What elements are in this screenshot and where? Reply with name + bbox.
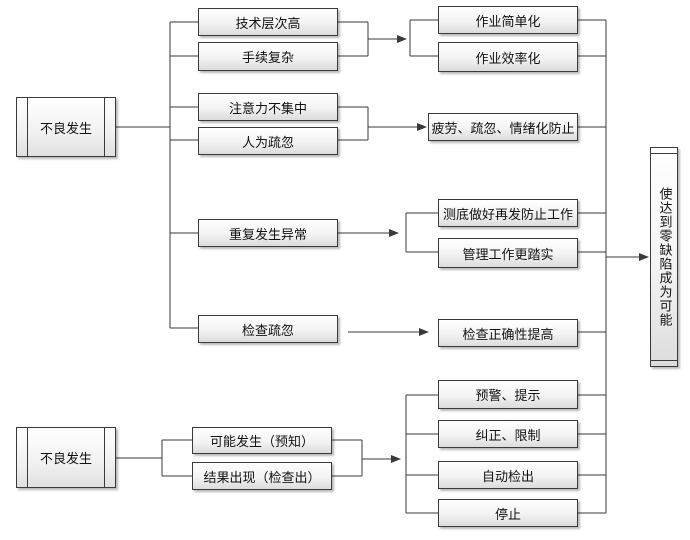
measure-fatigue-prevention: 疲劳、疏忽、情绪化防止 xyxy=(428,113,578,141)
measure-recurrence-prevention: 测底做好再发防止工作 xyxy=(438,199,578,227)
measure-simplify: 作业简单化 xyxy=(438,6,578,34)
cause-human-negligence: 人为疏忽 xyxy=(198,127,338,155)
action-warning: 预警、提示 xyxy=(438,380,578,409)
source-defect-bottom: 不良发生 xyxy=(16,427,116,488)
cause-complex-procedure: 手续复杂 xyxy=(198,42,338,71)
action-stop: 停止 xyxy=(438,499,578,527)
measure-management: 管理工作更踏实 xyxy=(438,238,578,268)
cause-attention-lapse: 注意力不集中 xyxy=(198,93,338,121)
detection-possible: 可能发生（预知） xyxy=(192,427,332,454)
cause-tech-level: 技术层次高 xyxy=(198,8,338,36)
action-auto-detect: 自动检出 xyxy=(438,461,578,489)
source-defect-top: 不良发生 xyxy=(16,97,116,157)
measure-inspection-accuracy: 检查正确性提高 xyxy=(438,319,578,347)
action-correct: 纠正、限制 xyxy=(438,420,578,448)
detection-result: 结果出现（检查出） xyxy=(192,462,332,490)
cause-inspection-negligence: 检查疏忽 xyxy=(198,315,338,343)
cause-repeated-abnormal: 重复发生异常 xyxy=(198,219,338,247)
goal-zero-defects: 使达到零缺陷成为可能 xyxy=(650,147,678,367)
measure-efficiency: 作业效率化 xyxy=(438,42,578,72)
